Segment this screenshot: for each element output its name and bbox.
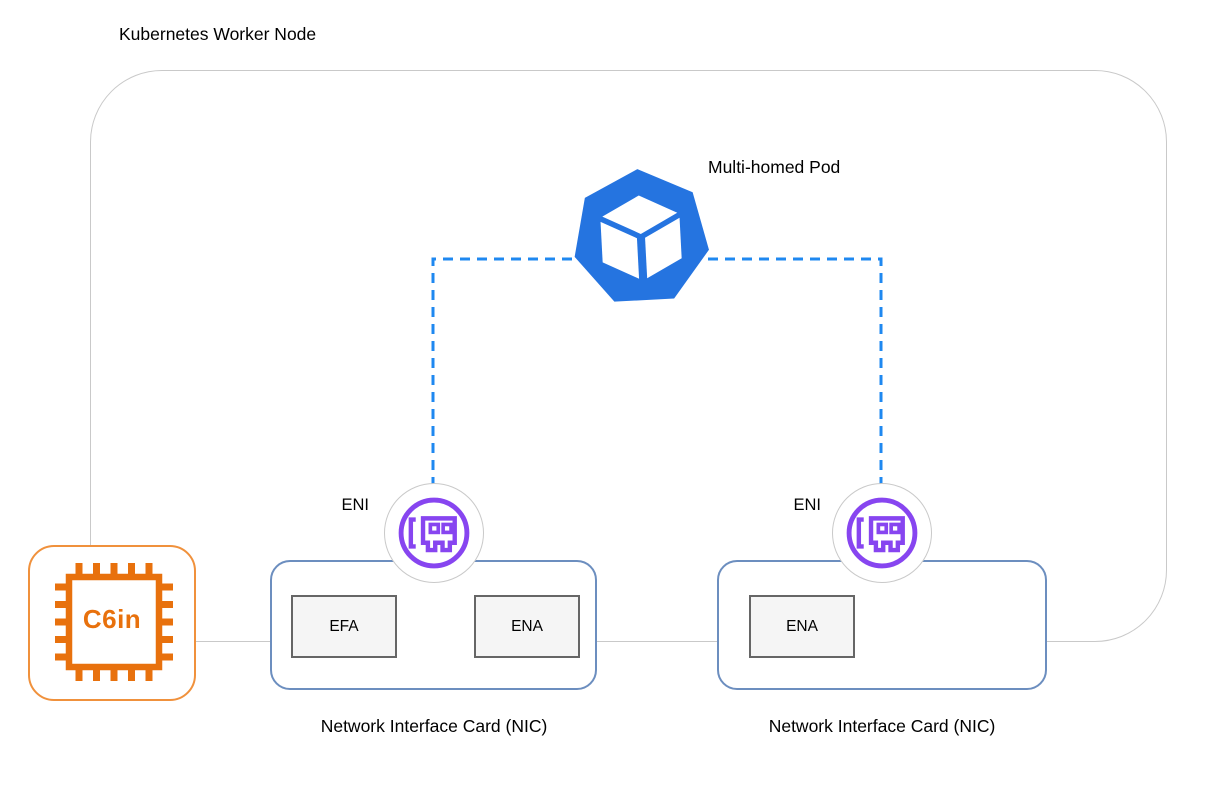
ena-adapter-box-left: ENA: [474, 595, 580, 658]
pod-label: Multi-homed Pod: [708, 157, 841, 177]
ena-adapter-box-right: ENA: [749, 595, 855, 658]
efa-label: EFA: [329, 617, 359, 635]
diagram-title: Kubernetes Worker Node: [119, 24, 317, 44]
efa-adapter-box: EFA: [291, 595, 397, 658]
instance-type-label: C6in: [82, 603, 142, 634]
c6in-instance-card: C6in: [28, 545, 196, 701]
worker-node-boundary: [90, 70, 1167, 642]
network-card-icon: [398, 497, 470, 569]
nic-box-right: ENA: [717, 560, 1047, 690]
nic-box-left: EFA ENA: [270, 560, 597, 690]
ena-label-left: ENA: [511, 617, 543, 635]
nic-caption-left: Network Interface Card (NIC): [320, 716, 548, 736]
pod-heptagon: [574, 169, 709, 302]
eni-node-left: [384, 483, 484, 583]
nic-caption-right: Network Interface Card (NIC): [768, 716, 996, 736]
kubernetes-pod-icon: [574, 169, 709, 302]
network-card-icon: [846, 497, 918, 569]
eni-label-right: ENI: [793, 496, 821, 514]
cpu-chip-icon: [55, 563, 173, 681]
ena-label-right: ENA: [786, 617, 818, 635]
eni-label-left: ENI: [341, 496, 369, 514]
eni-node-right: [832, 483, 932, 583]
